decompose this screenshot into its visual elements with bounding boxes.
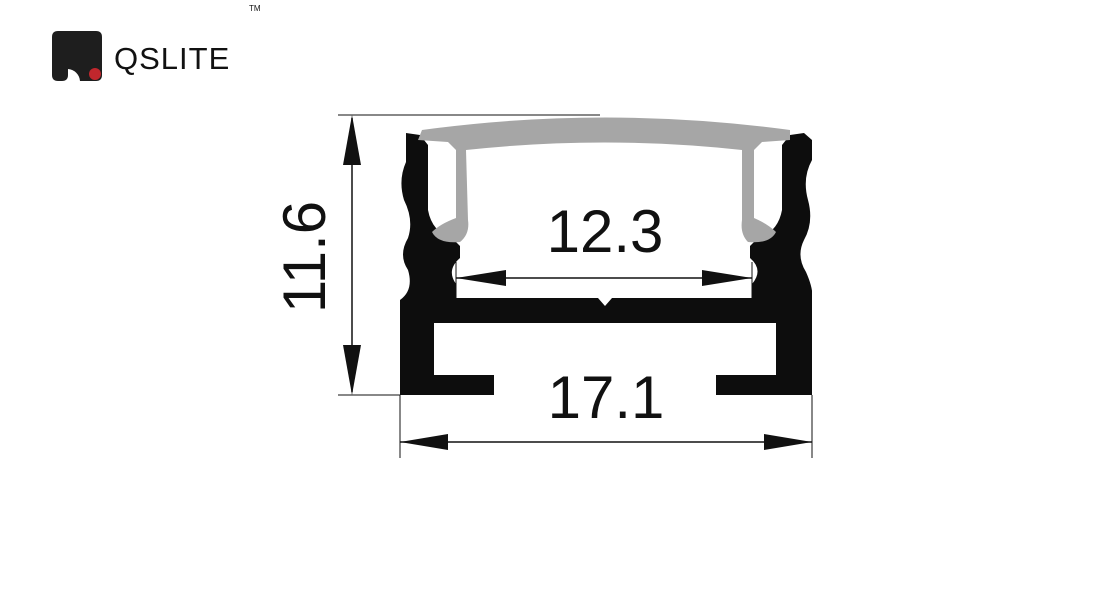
height-arrow-top [343, 115, 361, 165]
outer-width-label: 17.1 [548, 364, 665, 431]
inner-arrow-right [702, 270, 752, 286]
center-notch [598, 298, 612, 306]
height-arrow-bottom [343, 345, 361, 395]
brand-logo: QSLITE [52, 31, 230, 81]
inner-arrow-left [456, 270, 506, 286]
diffuser-cover [418, 117, 790, 243]
brand-logo-mark-icon [52, 31, 102, 81]
brand-name: QSLITE [114, 40, 231, 76]
trademark-symbol: TM [249, 4, 261, 13]
outer-arrow-right [764, 434, 812, 450]
profile-right-edge [800, 160, 820, 300]
outer-arrow-left [400, 434, 448, 450]
inner-width-label: 12.3 [547, 198, 664, 265]
height-label: 11.6 [271, 201, 338, 313]
